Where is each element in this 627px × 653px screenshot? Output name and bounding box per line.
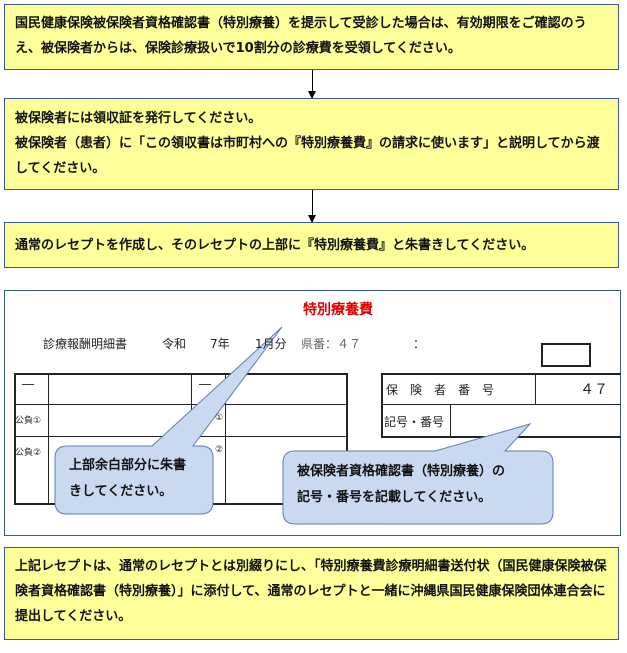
callout-right-text: 被保険者資格確認書（特別療養）の記号・番号を記載してください。: [297, 464, 506, 505]
step-2-box: 被保険者には領収証を発行してください。 被保険者（患者）に「この領収書は市町村へ…: [4, 98, 619, 190]
dash-1: ―: [22, 377, 34, 391]
arrow-down-icon: [308, 70, 316, 99]
step-1-text: 国民健康保険被保険者資格確認書（特別療養）を提示して受診した場合は、有効期限をご…: [15, 16, 587, 56]
callout-left-text: 上部余白部分に朱書きしてください。: [69, 458, 187, 499]
doc-title: 診療報酬明細書: [43, 337, 128, 351]
symbol-label: 記号・番号: [384, 415, 445, 429]
step-2-line1: 被保険者には領収証を発行してください。: [15, 111, 262, 126]
month: 1月分: [255, 337, 287, 351]
insurer-label: 保 険 者 番 号: [386, 383, 495, 397]
step-3-text: 通常のレセプトを作成し、そのレセプトの上部に『特別療養費』と朱書きしてください。: [15, 238, 535, 253]
step-1-box: 国民健康保険被保険者資格確認書（特別療養）を提示して受診した場合は、有効期限をご…: [4, 4, 619, 70]
step-4-text: 上記レセプトは、通常のレセプトとは別綴りにし、「特別療養費診療明細書送付状（国民…: [15, 559, 607, 624]
arrow-down-icon: [308, 190, 316, 223]
step-2-line2: 被保険者（患者）に「この領収書は市町村への『特別療養費』の請求に使います」と説明…: [15, 136, 600, 176]
callout-left: [54, 326, 283, 515]
step-3-box: 通常のレセプトを作成し、そのレセプトの上部に『特別療養費』と朱書きしてください。: [4, 222, 619, 268]
receipt-example-image: 特別療養費 診療報酬明細書 令和 7年 1月分 県番：４７ ： ― ― 公負① …: [4, 290, 621, 536]
era: 令和: [162, 337, 187, 351]
insurer-value: ４７: [580, 382, 608, 398]
dash-2: ―: [199, 377, 211, 391]
small-box: [541, 343, 591, 367]
year: 7年: [210, 337, 230, 351]
red-title: 特別療養費: [303, 302, 373, 318]
c-2: ②: [215, 445, 224, 455]
kohi-1: 公負①: [15, 416, 42, 426]
step-4-box: 上記レセプトは、通常のレセプトとは別綴りにし、「特別療養費診療明細書送付状（国民…: [4, 547, 619, 640]
callout-right: [282, 423, 554, 525]
kohi-2: 公負②: [15, 448, 42, 458]
callout-shapes: [54, 326, 554, 525]
pref-number: 県番：４７: [301, 337, 362, 351]
colon: ：: [413, 337, 426, 351]
c-1: ①: [215, 413, 224, 423]
